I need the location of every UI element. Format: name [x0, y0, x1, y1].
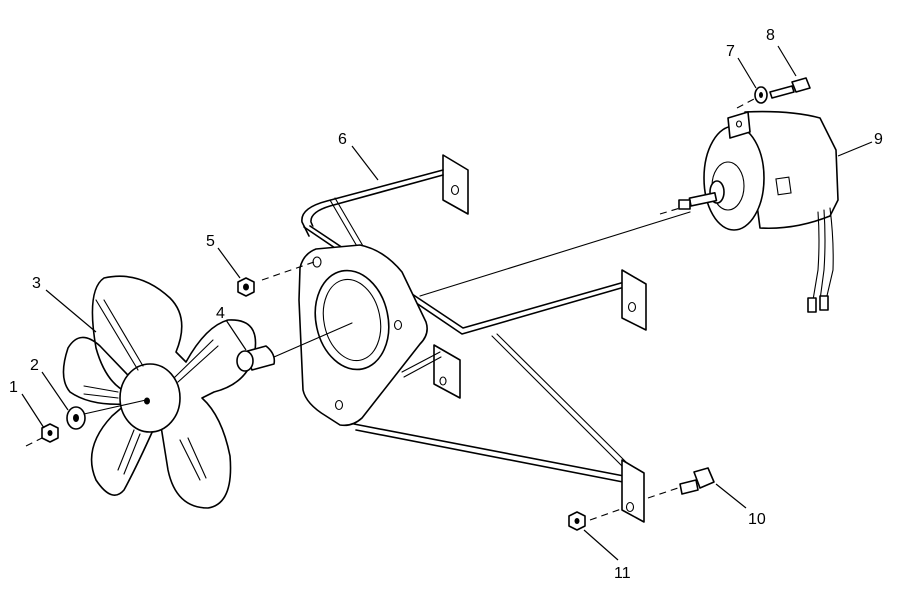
nut-5: [237, 261, 315, 297]
bolt-10: [647, 467, 715, 499]
washer-7: [754, 86, 768, 104]
spacer-4: [236, 322, 353, 372]
callout-11: 11: [614, 565, 631, 582]
callout-9: 9: [874, 131, 883, 148]
motor-mount-bracket: [298, 154, 691, 523]
callout-5: 5: [206, 233, 215, 250]
callout-10: 10: [748, 511, 766, 528]
callout-2: 2: [30, 357, 39, 374]
leader-lines: [21, 45, 873, 561]
fan-motor: [659, 110, 839, 313]
callout-7: 7: [726, 43, 735, 60]
callout-1: 1: [9, 379, 18, 396]
nut-1: [41, 423, 59, 443]
fan-blade: [62, 275, 257, 509]
callout-4: 4: [216, 305, 225, 322]
washer-2: [66, 406, 86, 430]
nut-11: [568, 507, 625, 531]
screw-8: [769, 77, 811, 99]
callout-3: 3: [32, 275, 41, 292]
callout-labels: 1 2 3 4 5 6 7 8 9 10 11: [9, 27, 883, 582]
callout-8: 8: [766, 27, 775, 44]
callout-6: 6: [338, 131, 347, 148]
